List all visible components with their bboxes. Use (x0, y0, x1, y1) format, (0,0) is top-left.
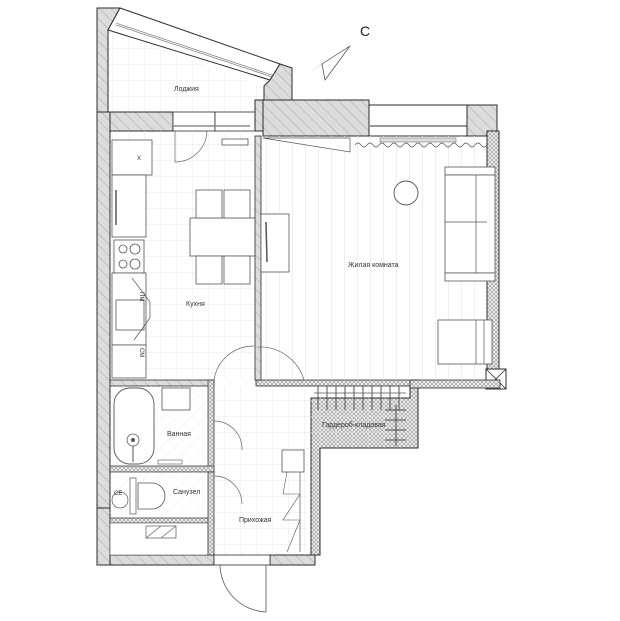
room-label-kitchen: Кухня (186, 301, 205, 308)
room-label-toilet: Санузел (173, 489, 200, 496)
room-label-living-room: Жилая комната (348, 262, 399, 269)
kitchen: X ПМ СМ Кухня (110, 130, 257, 379)
wardrobe-room: Гардероб-кладовая (311, 386, 410, 448)
toilet-mark: CE (114, 491, 122, 497)
bathroom: Ванная (109, 379, 215, 471)
boiler-mark: X (137, 156, 141, 162)
loggia: Лоджия (96, 7, 293, 113)
living-room: Жилая комната (257, 136, 496, 381)
washer-mark: СМ (138, 348, 144, 357)
partition-wall (254, 135, 262, 381)
room-label-wardrobe: Гардероб-кладовая (322, 421, 386, 429)
toilet-room: CE Санузел (109, 465, 215, 556)
dishwasher-mark: ПМ (138, 292, 144, 301)
room-label-bathroom: Ванная (167, 431, 191, 438)
room-label-hallway: Прихожая (239, 517, 272, 524)
room-label-loggia: Лоджия (174, 86, 199, 93)
north-compass: С (310, 23, 370, 81)
hallway: Прихожая (213, 345, 311, 613)
compass-north-label: С (360, 23, 370, 39)
